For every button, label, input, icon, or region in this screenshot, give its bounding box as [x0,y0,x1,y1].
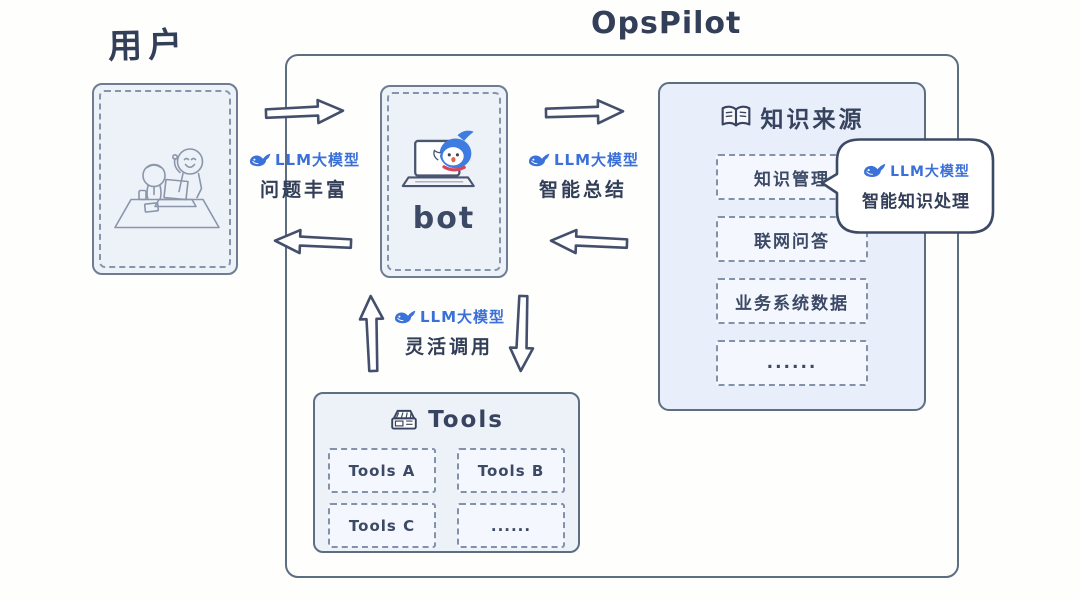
user-box [92,83,238,275]
flow-bot-tools-label: LLM大模型 灵活调用 [385,306,513,359]
tools-title: Tools [428,407,504,433]
knowledge-title: 知识来源 [760,107,865,133]
tools-item-a: Tools A [328,448,436,493]
whale-icon [863,163,886,178]
arrow-left-icon [549,227,629,257]
users-at-desk-illustration [114,148,220,229]
whale-icon [249,152,271,167]
knowledge-item-more: ...... [716,340,868,386]
tools-item-b: Tools B [457,448,565,493]
whale-icon [394,309,416,324]
user-section-title: 用户 [107,24,189,68]
arrow-left-icon [273,227,353,257]
bot-box: bot [380,85,508,278]
toolbox-icon [391,409,417,430]
speech-bubble-shape [820,138,995,234]
bot-label: bot [412,201,476,236]
bubble-caption: 智能知识处理 [862,191,970,212]
knowledge-item-business-data: 业务系统数据 [716,278,868,324]
llm-model-label: LLM大模型 [890,163,970,180]
opspilot-container [285,54,959,578]
llm-model-label: LLM大模型 [553,151,640,169]
whale-icon [528,152,550,167]
llm-processing-bubble: LLM大模型 智能知识处理 [820,137,996,235]
arrow-right-icon [264,97,345,127]
opspilot-title: OpsPilot [591,6,742,41]
llm-model-label: LLM大模型 [419,308,506,326]
arrow-right-icon [544,98,625,126]
tools-header: Tools [315,403,578,437]
flow-bot-knowledge-label: LLM大模型 智能总结 [518,149,648,202]
flow-user-bot-label: LLM大模型 问题丰富 [240,149,368,202]
flow-caption: 问题丰富 [259,179,348,201]
arrow-down-icon [507,294,537,373]
tools-item-c: Tools C [328,503,436,548]
tools-item-more: ...... [457,503,565,548]
flow-caption: 智能总结 [538,179,627,201]
flow-caption: 灵活调用 [404,336,493,358]
knowledge-sources-box: 知识来源 知识管理 联网问答 业务系统数据 ...... [658,82,926,411]
llm-model-label: LLM大模型 [274,151,361,169]
tools-box: Tools Tools A Tools B Tools C ...... [313,392,580,553]
book-icon [721,105,750,127]
laptop-whale-icon [401,130,475,188]
knowledge-header: 知识来源 [660,100,924,134]
